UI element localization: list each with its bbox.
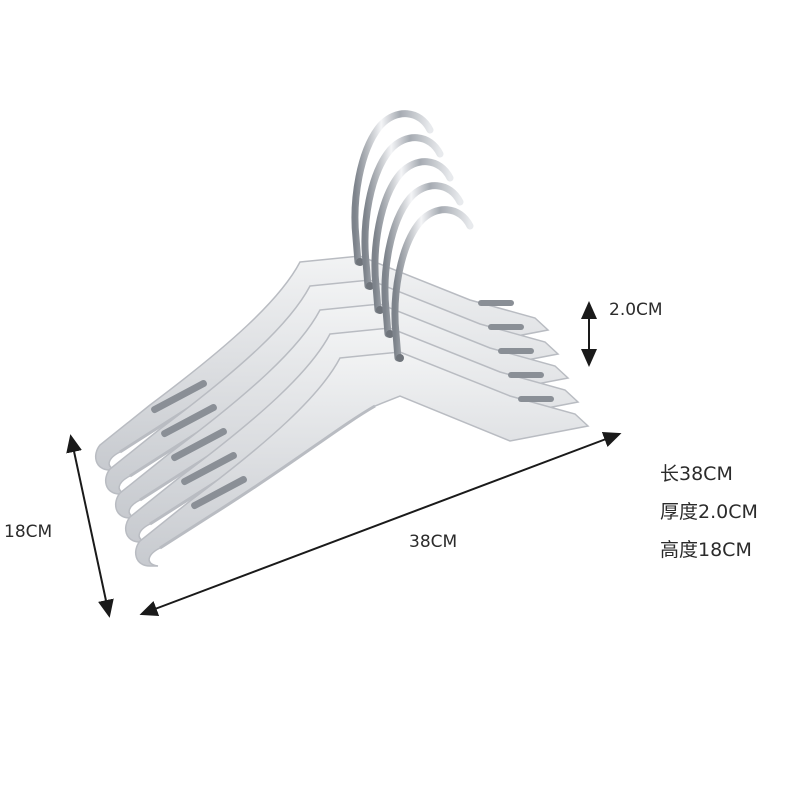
grip-pad bbox=[488, 324, 524, 330]
thickness-label: 2.0CM bbox=[609, 300, 663, 320]
spec-height: 高度18CM bbox=[660, 539, 752, 561]
grip-pad bbox=[161, 403, 217, 438]
length-arrow bbox=[139, 432, 622, 616]
hook-screw bbox=[376, 306, 384, 314]
spec-thickness: 厚度2.0CM bbox=[660, 501, 758, 523]
hanger-stack bbox=[94, 110, 590, 567]
hook bbox=[381, 182, 464, 338]
hook-screw bbox=[386, 330, 394, 338]
hook bbox=[371, 158, 454, 314]
hook-screw bbox=[366, 282, 374, 290]
grip-pad bbox=[518, 396, 554, 402]
hook bbox=[351, 110, 434, 266]
grip-pad bbox=[478, 300, 514, 306]
grip-pad bbox=[498, 348, 534, 354]
spec-list: 长38CM 厚度2.0CM 高度18CM bbox=[660, 455, 758, 569]
spec-length: 长38CM bbox=[660, 463, 733, 485]
hook bbox=[361, 134, 444, 290]
hook bbox=[391, 206, 474, 362]
hook-screw bbox=[356, 258, 364, 266]
grip-pad bbox=[508, 372, 544, 378]
height-label: 18CM bbox=[4, 522, 53, 542]
length-label: 38CM bbox=[409, 532, 458, 552]
hook-screw bbox=[396, 354, 404, 362]
grip-pad bbox=[151, 379, 207, 414]
height-arrow bbox=[66, 434, 114, 618]
